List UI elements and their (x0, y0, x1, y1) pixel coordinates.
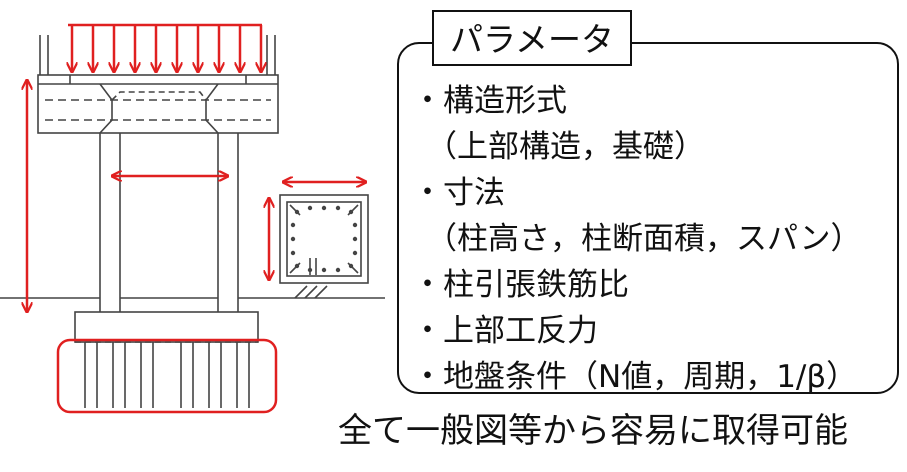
footer-note: 全て一般図等から容易に取得可能 (338, 411, 848, 451)
pier-structure (0, 35, 385, 408)
parameter-item: ・柱引張鉄筋比 (412, 267, 629, 303)
parameter-subitem: （柱高さ，柱断面積，スパン） (426, 221, 862, 257)
parameter-subitem: （上部構造，基礎） (426, 129, 705, 165)
parameter-item: ・上部工反力 (412, 313, 598, 349)
parameter-list: ・構造形式 （上部構造，基礎） ・寸法 （柱高さ，柱断面積，スパン） ・柱引張鉄… (412, 78, 862, 400)
parameter-panel-title: パラメータ (432, 10, 633, 66)
foundation-highlight (56, 338, 278, 414)
dimension-arrows (27, 80, 366, 414)
column-cross-section (279, 194, 369, 284)
parameter-item: ・構造形式 (412, 83, 567, 119)
parameter-item: ・地盤条件（N値，周期，1/β） (412, 359, 858, 395)
parameter-panel (397, 42, 899, 394)
parameter-item: ・寸法 (412, 175, 505, 211)
load-arrows (68, 23, 262, 72)
rebar-dots (290, 205, 358, 273)
